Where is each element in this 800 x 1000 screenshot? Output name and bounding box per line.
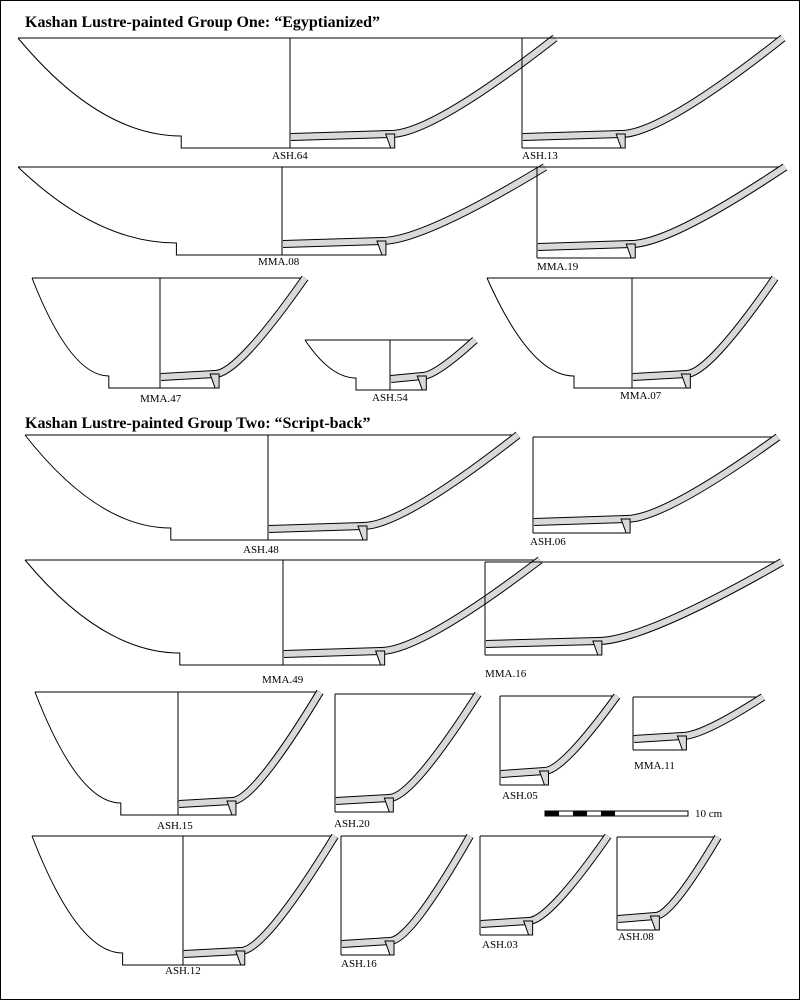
foot-ring bbox=[538, 770, 549, 786]
vessel-label: ASH.06 bbox=[530, 536, 566, 548]
exterior-profile bbox=[31, 835, 183, 966]
exterior-profile bbox=[24, 434, 268, 541]
vessel-label: ASH.54 bbox=[372, 392, 408, 404]
scale-bar-segment bbox=[573, 811, 587, 816]
section-fill bbox=[268, 432, 520, 532]
exterior-profile bbox=[24, 559, 283, 666]
group-two-title: Kashan Lustre-painted Group Two: “Script… bbox=[25, 415, 371, 432]
foot-ring bbox=[615, 133, 626, 149]
vessel-mma-08: MMA.08 bbox=[17, 163, 548, 268]
foot-ring bbox=[620, 518, 631, 534]
vessel-label: ASH.13 bbox=[522, 150, 558, 162]
vessel-label: MMA.19 bbox=[537, 261, 579, 273]
vessel-ash-06: ASH.06 bbox=[530, 433, 781, 548]
vessel-label: ASH.05 bbox=[502, 790, 538, 802]
exterior-profile bbox=[31, 277, 160, 389]
vessel-mma-16: MMA.16 bbox=[484, 558, 784, 680]
foot-ring bbox=[384, 940, 395, 956]
foot-ring bbox=[625, 243, 636, 259]
vessel-ash-54: ASH.54 bbox=[304, 337, 478, 404]
vessel-ash-20: ASH.20 bbox=[334, 691, 482, 830]
vessel-ash-05: ASH.05 bbox=[499, 693, 621, 802]
foot-ring bbox=[384, 133, 396, 149]
vessel-ash-03: ASH.03 bbox=[479, 833, 612, 951]
section-fill bbox=[335, 692, 481, 804]
scale-bar-segment bbox=[601, 811, 615, 816]
foot-ring bbox=[226, 800, 237, 816]
vessel-mma-07: MMA.07 bbox=[486, 275, 779, 402]
vessel-label: ASH.64 bbox=[272, 150, 308, 162]
section-fill bbox=[283, 557, 542, 657]
section-fill bbox=[390, 337, 478, 382]
foot-ring bbox=[522, 920, 534, 936]
section-fill bbox=[633, 694, 765, 742]
vessel-mma-11: MMA.11 bbox=[632, 693, 766, 772]
vessel-label: ASH.03 bbox=[482, 939, 518, 951]
section-fill bbox=[533, 434, 780, 525]
vessel-label: MMA.16 bbox=[485, 668, 527, 680]
section-fill bbox=[632, 276, 778, 380]
section-fill bbox=[341, 834, 473, 947]
section-fill bbox=[480, 834, 611, 927]
scale-bar-segment bbox=[545, 811, 559, 816]
foot-ring bbox=[235, 950, 246, 966]
foot-ring bbox=[592, 640, 603, 656]
vessel-label: ASH.20 bbox=[334, 818, 370, 830]
vessel-label: MMA.47 bbox=[140, 393, 182, 405]
exterior-profile bbox=[17, 37, 290, 149]
section-fill bbox=[500, 694, 620, 777]
foot-ring bbox=[374, 650, 386, 666]
foot-ring bbox=[676, 735, 687, 751]
exterior-profile bbox=[304, 339, 390, 391]
section-fill bbox=[485, 559, 784, 647]
group-one-title: Kashan Lustre-painted Group One: “Egypti… bbox=[25, 14, 380, 31]
foot-ring bbox=[383, 797, 394, 813]
scale-bar-label: 10 cm bbox=[695, 808, 723, 820]
scale-bar: 10 cm bbox=[544, 808, 723, 820]
vessel-ash-64: ASH.64 bbox=[17, 34, 558, 162]
vessel-mma-47: MMA.47 bbox=[31, 275, 309, 405]
section-fill bbox=[178, 690, 323, 807]
vessel-label: ASH.16 bbox=[341, 958, 377, 970]
vessel-ash-15: ASH.15 bbox=[34, 689, 324, 832]
section-fill bbox=[160, 276, 308, 380]
section-fill bbox=[522, 35, 785, 140]
section-fill bbox=[282, 164, 547, 247]
section-outline bbox=[183, 833, 339, 958]
vessel-ash-48: ASH.48 bbox=[24, 431, 521, 556]
exterior-profile bbox=[17, 166, 282, 256]
foot-ring bbox=[416, 375, 427, 391]
vessel-label: ASH.08 bbox=[618, 931, 654, 943]
vessel-ash-08: ASH.08 bbox=[616, 834, 722, 943]
section-fill bbox=[290, 35, 557, 140]
vessel-ash-13: ASH.13 bbox=[521, 34, 786, 162]
vessel-ash-16: ASH.16 bbox=[340, 834, 474, 970]
foot-ring bbox=[649, 915, 660, 931]
vessel-mma-49: MMA.49 bbox=[24, 556, 543, 686]
foot-ring bbox=[357, 525, 368, 541]
vessel-mma-19: MMA.19 bbox=[536, 163, 788, 273]
exterior-profile bbox=[486, 277, 632, 389]
vessel-label: ASH.12 bbox=[165, 965, 201, 977]
foot-ring bbox=[376, 240, 387, 256]
vessel-label: MMA.08 bbox=[258, 256, 300, 268]
foot-ring bbox=[680, 373, 691, 389]
vessel-label: ASH.48 bbox=[243, 544, 279, 556]
vessel-label: ASH.15 bbox=[157, 820, 193, 832]
vessel-label: MMA.07 bbox=[620, 390, 662, 402]
vessel-label: MMA.49 bbox=[262, 674, 304, 686]
vessel-label: MMA.11 bbox=[634, 760, 675, 772]
scale-bar-frame bbox=[544, 810, 689, 817]
foot-ring bbox=[209, 373, 220, 389]
section-fill bbox=[537, 164, 787, 250]
section-fill bbox=[617, 835, 721, 922]
vessel-ash-12: ASH.12 bbox=[31, 833, 339, 977]
exterior-profile bbox=[34, 691, 178, 816]
